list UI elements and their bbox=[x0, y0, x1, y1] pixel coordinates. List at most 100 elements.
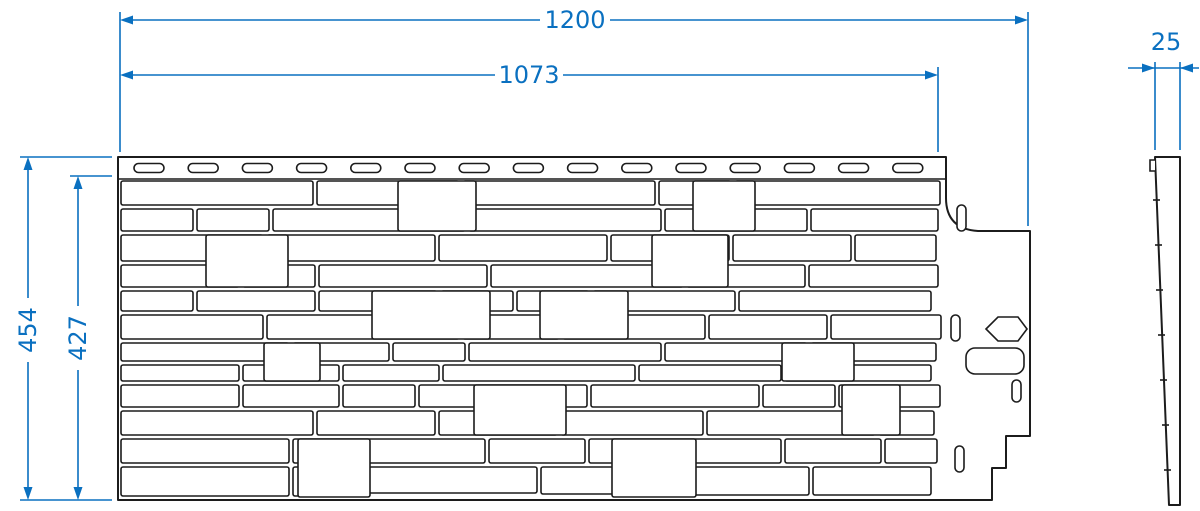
stone-block bbox=[205, 234, 289, 288]
stone-block bbox=[781, 342, 855, 382]
brick bbox=[784, 438, 882, 464]
brick bbox=[392, 342, 466, 362]
dim-label-thickness: 25 bbox=[1151, 28, 1182, 56]
mounting-slot bbox=[1011, 379, 1022, 403]
brick bbox=[762, 384, 836, 408]
dim-working-height: 427 bbox=[64, 175, 112, 500]
brick bbox=[120, 410, 314, 436]
brick bbox=[196, 290, 316, 312]
brick bbox=[830, 314, 942, 340]
nail-slot bbox=[566, 162, 599, 174]
mounting-slot bbox=[954, 445, 965, 473]
arrowhead bbox=[73, 176, 83, 189]
stone-block bbox=[397, 180, 477, 232]
dim-overall-width: 1200 bbox=[119, 6, 1029, 226]
dim-label-overall-height: 454 bbox=[14, 307, 42, 353]
arrowhead bbox=[1180, 63, 1193, 73]
brick bbox=[812, 466, 932, 496]
brick bbox=[462, 180, 656, 206]
nail-slot bbox=[241, 162, 274, 174]
arrowhead bbox=[925, 70, 938, 80]
mounting-slot bbox=[956, 204, 967, 232]
brick bbox=[316, 410, 436, 436]
brick bbox=[732, 234, 852, 262]
stone-block bbox=[651, 234, 729, 288]
stone-block bbox=[841, 384, 901, 436]
nail-hem-slots bbox=[133, 162, 924, 174]
brick bbox=[468, 208, 662, 232]
lock-cutout-rounded bbox=[965, 347, 1025, 375]
nail-slot bbox=[891, 162, 924, 174]
nail-slot bbox=[620, 162, 653, 174]
brick bbox=[438, 234, 608, 262]
stone-block bbox=[692, 180, 756, 232]
brick bbox=[196, 208, 270, 232]
stone-block bbox=[371, 290, 491, 340]
mounting-slot bbox=[950, 314, 961, 342]
side-view bbox=[1149, 156, 1181, 506]
nail-slot bbox=[675, 162, 707, 174]
arrowhead bbox=[120, 15, 133, 25]
stone-block bbox=[263, 342, 321, 382]
brick bbox=[120, 180, 314, 206]
brick bbox=[810, 208, 939, 232]
brick bbox=[808, 264, 939, 288]
lock-edge-features bbox=[950, 204, 1028, 473]
brick bbox=[120, 208, 194, 232]
brick bbox=[266, 234, 436, 262]
brick bbox=[884, 438, 938, 464]
brick bbox=[120, 384, 240, 408]
nail-slot bbox=[458, 162, 491, 174]
brick bbox=[120, 314, 264, 340]
arrowhead bbox=[1142, 63, 1155, 73]
nail-slot bbox=[729, 162, 762, 174]
brick bbox=[120, 438, 290, 464]
brick bbox=[590, 384, 760, 408]
brick bbox=[854, 234, 937, 262]
nail-slot bbox=[349, 162, 382, 174]
nail-slot bbox=[404, 162, 436, 174]
arrowhead bbox=[23, 487, 33, 500]
side-hem-hook bbox=[1149, 159, 1155, 172]
stone-block bbox=[611, 438, 697, 498]
brick-field bbox=[120, 180, 942, 498]
dim-label-working-width: 1073 bbox=[498, 61, 559, 89]
side-profile-outline bbox=[1154, 156, 1181, 506]
lock-cutout-hex bbox=[984, 316, 1028, 342]
brick bbox=[120, 290, 194, 312]
front-view bbox=[117, 156, 1031, 501]
arrowhead bbox=[23, 157, 33, 170]
arrowhead bbox=[1015, 15, 1028, 25]
dim-overall-height: 454 bbox=[14, 156, 112, 501]
dim-label-working-height: 427 bbox=[64, 315, 92, 361]
brick bbox=[342, 384, 416, 408]
nail-slot bbox=[512, 162, 545, 174]
nail-slot bbox=[837, 162, 870, 174]
brick bbox=[488, 438, 586, 464]
arrowhead bbox=[73, 487, 83, 500]
nail-slot bbox=[783, 162, 816, 174]
brick bbox=[708, 314, 828, 340]
brick bbox=[242, 384, 340, 408]
nail-slot bbox=[295, 162, 328, 174]
nail-slot bbox=[133, 162, 165, 174]
stone-block bbox=[539, 290, 629, 340]
brick bbox=[120, 364, 240, 382]
dim-label-overall-width: 1200 bbox=[544, 6, 605, 34]
brick bbox=[738, 290, 932, 312]
dim-working-width: 1073 bbox=[120, 61, 939, 152]
brick bbox=[560, 410, 704, 436]
brick bbox=[318, 264, 488, 288]
brick bbox=[442, 364, 636, 382]
brick bbox=[638, 364, 782, 382]
nail-slot bbox=[187, 162, 219, 174]
stone-block bbox=[297, 438, 371, 498]
brick bbox=[734, 180, 941, 206]
stone-block bbox=[473, 384, 567, 436]
brick bbox=[368, 466, 538, 494]
arrowhead bbox=[120, 70, 133, 80]
dim-thickness: 25 bbox=[1128, 28, 1199, 150]
brick bbox=[468, 342, 662, 362]
